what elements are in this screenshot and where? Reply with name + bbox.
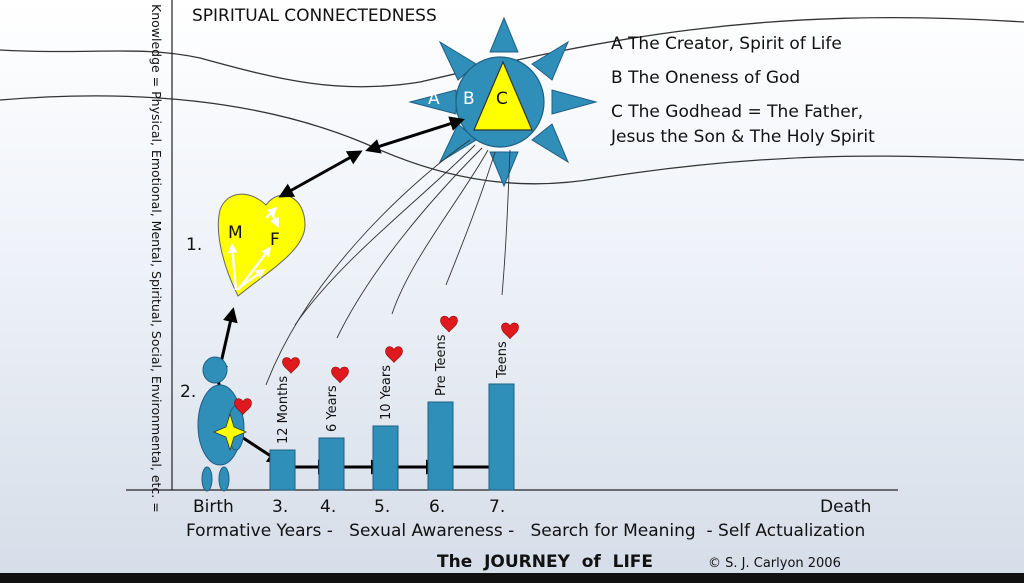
y-axis-label: Knowledge = Physical, Emotional, Mental,… — [149, 4, 164, 513]
red-heart-icon — [330, 366, 350, 384]
stage-bar-label: 12 Months — [276, 375, 291, 444]
stage-bar — [318, 437, 345, 491]
copyright: © S. J. Carlyon 2006 — [708, 556, 841, 571]
red-heart-icon — [500, 322, 520, 340]
x-label-5: 5. — [374, 497, 391, 517]
godhead-triangle — [473, 60, 533, 131]
lower-boundary-line — [0, 95, 1024, 185]
x-label-4: 4. — [320, 497, 337, 517]
sun-letter-a: A — [428, 89, 440, 109]
stage-bar — [269, 449, 296, 491]
legend-a: A The Creator, Spirit of Life — [611, 34, 842, 54]
black-arrows — [213, 116, 505, 475]
x-label-6: 6. — [429, 497, 446, 517]
stages-line: Formative Years - Sexual Awareness - Sea… — [186, 521, 866, 541]
marker-one: 1. — [186, 235, 203, 255]
x-label-birth: Birth — [193, 497, 234, 517]
footer-title: The JOURNEY of LIFE — [437, 552, 654, 572]
stage-bar — [372, 425, 399, 491]
x-label-3: 3. — [272, 497, 289, 517]
red-heart-icon — [281, 357, 301, 374]
star-icon — [212, 412, 248, 452]
heart-inner-arrows — [227, 206, 280, 291]
stage-bar-label: Pre Teens — [434, 334, 449, 396]
red-heart-icon — [439, 315, 459, 333]
connection-lines — [265, 139, 511, 386]
family-heart — [217, 193, 306, 297]
x-label-7: 7. — [489, 497, 506, 517]
sun-letter-c: C — [496, 89, 508, 109]
heart-letter-f: F — [270, 230, 280, 250]
x-label-death: Death — [820, 497, 872, 517]
stage-bar — [488, 383, 515, 491]
stage-bar — [427, 401, 454, 491]
diagram-title: SPIRITUAL CONNECTEDNESS — [192, 6, 437, 26]
sun-letter-b: B — [463, 89, 475, 109]
person-figure — [197, 356, 245, 492]
stage-bar-label: 10 Years — [379, 365, 394, 420]
heart-letter-m: M — [228, 223, 243, 243]
red-heart-icon — [384, 346, 404, 363]
legend-c-line1: C The Godhead = The Father, — [611, 102, 864, 122]
bottom-border — [0, 573, 1024, 583]
upper-boundary-line — [0, 16, 1024, 88]
legend-c-line2: Jesus the Son & The Holy Spirit — [611, 127, 875, 147]
legend-b: B The Oneness of God — [611, 68, 801, 88]
stage-bar-label: 6 Years — [325, 385, 340, 432]
marker-two: 2. — [180, 382, 197, 402]
stage-bar-label: Teens — [495, 341, 510, 378]
stage-bars — [269, 315, 520, 491]
